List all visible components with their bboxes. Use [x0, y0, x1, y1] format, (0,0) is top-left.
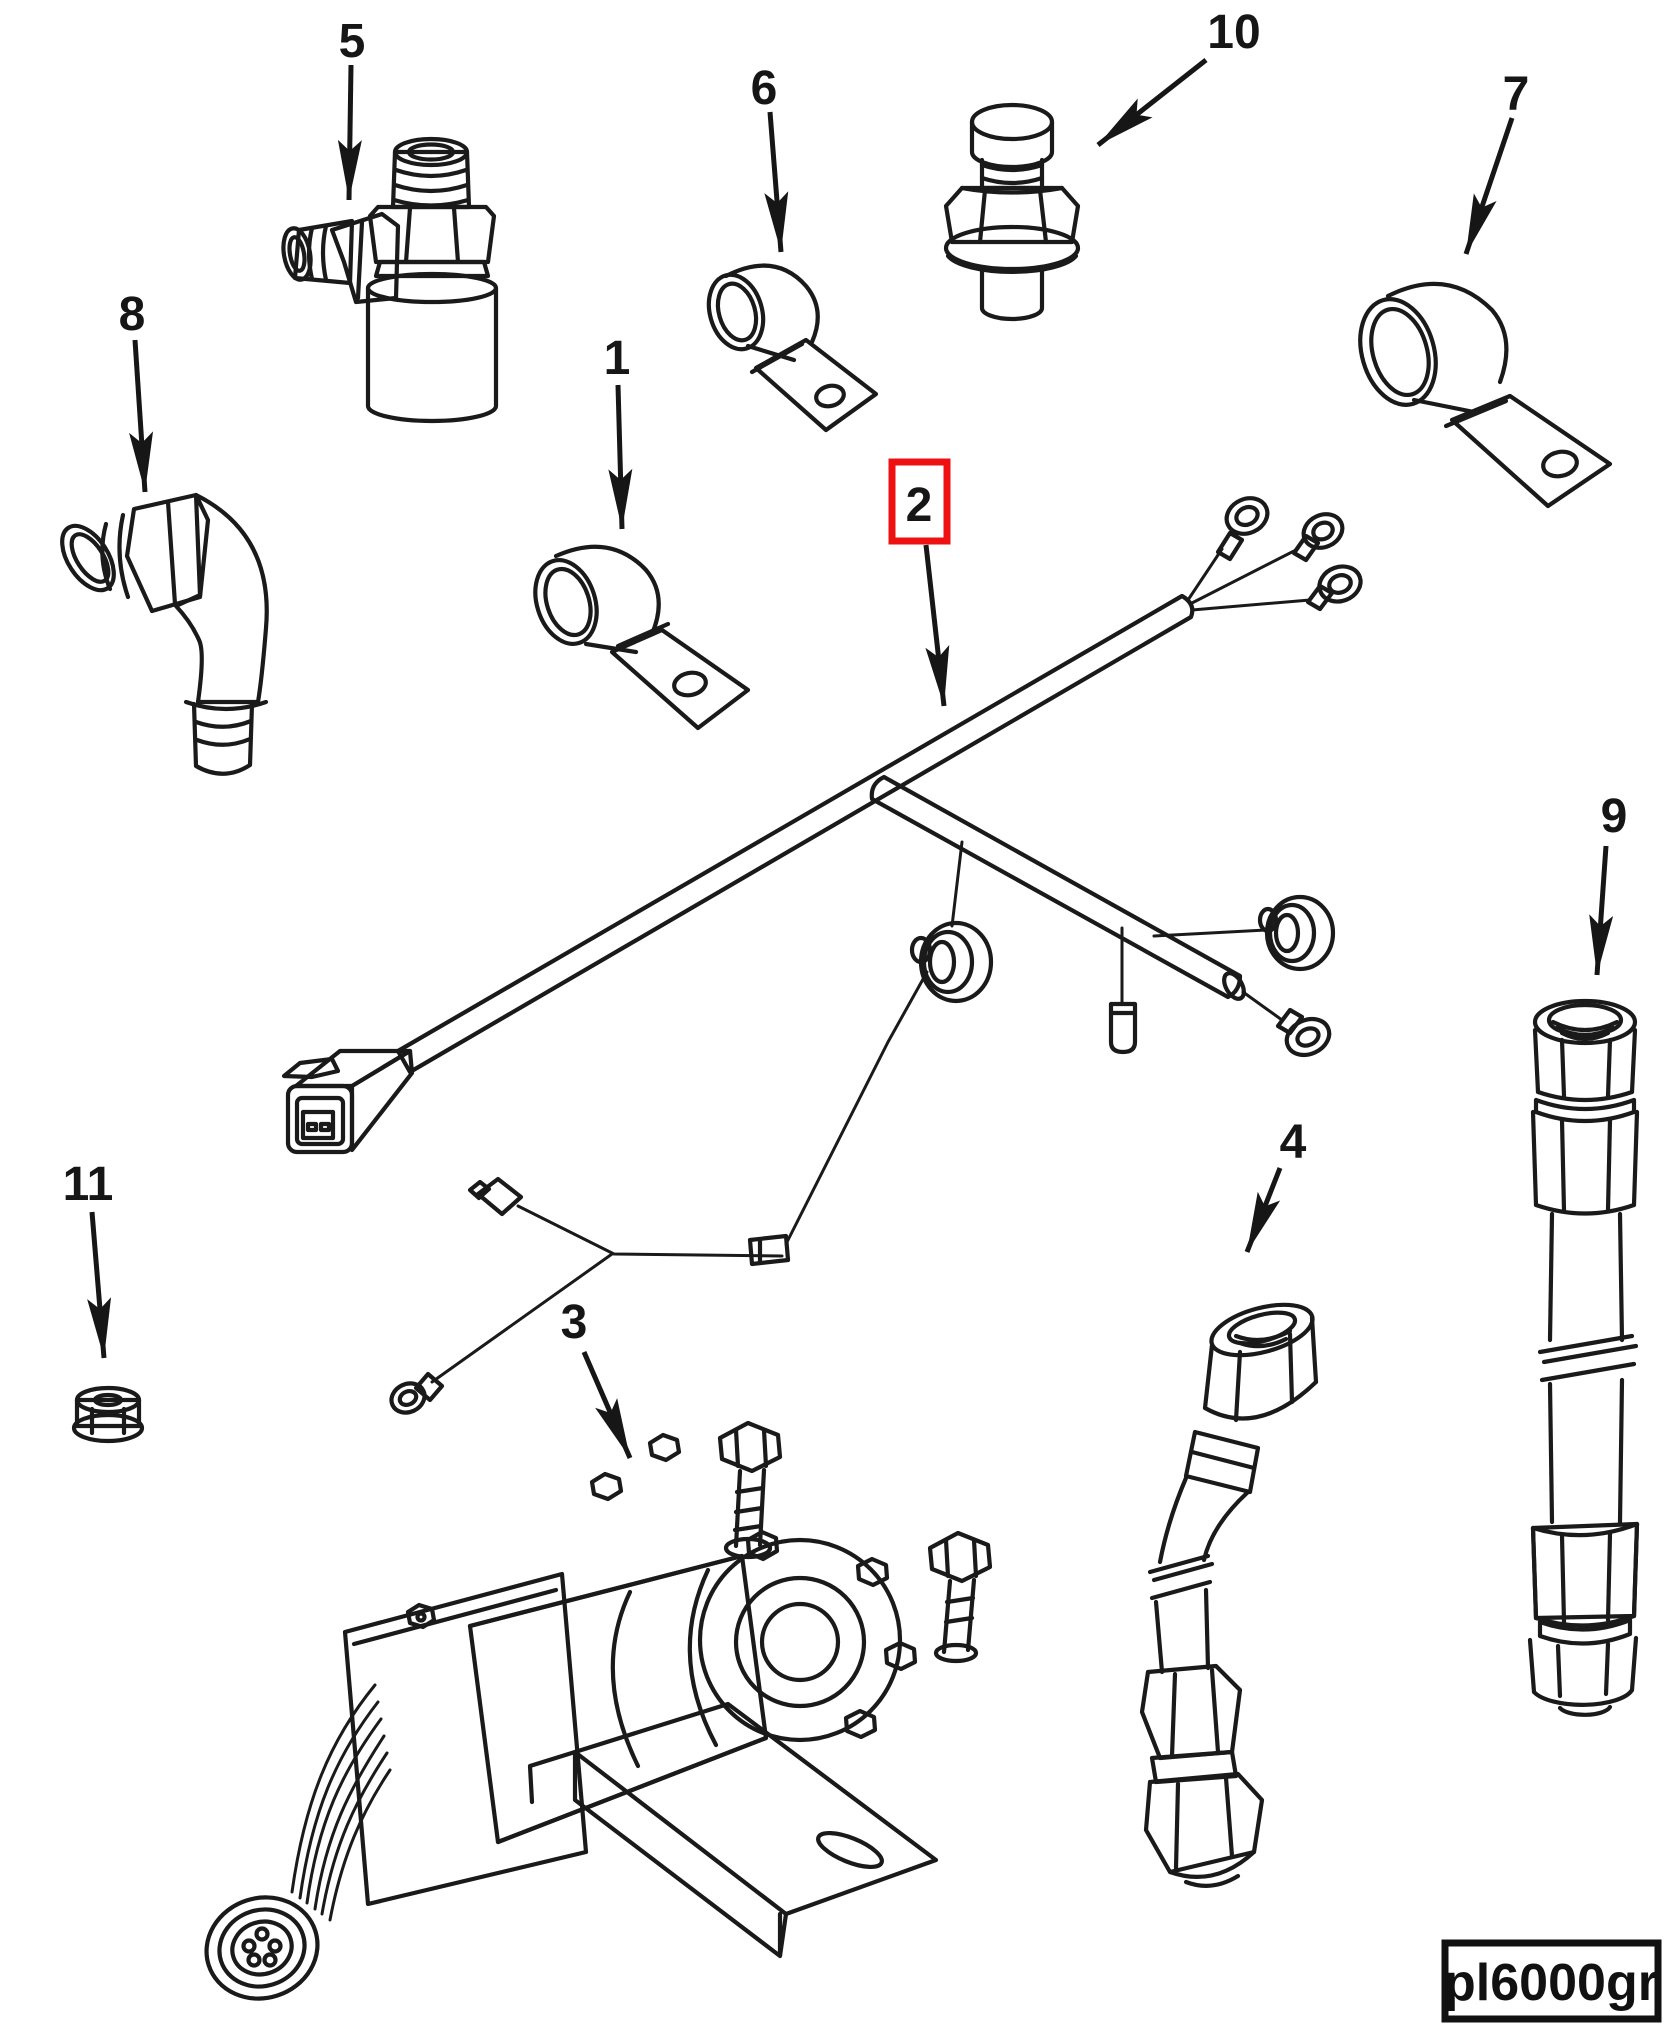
bullet-terminal: [467, 1176, 524, 1217]
part-11-hex-nut: [71, 1385, 145, 1444]
callout-arrow-7: [1463, 117, 1515, 255]
stud-with-nut: [717, 1420, 783, 1560]
ring-terminal: [1215, 496, 1270, 562]
harness-branch: [869, 774, 1243, 1000]
harness-sheath: [395, 593, 1195, 1075]
part-2-wiring-harness: [281, 496, 1363, 1415]
wire-bundle: [290, 1683, 392, 1922]
callout-label-4: 4: [1280, 1116, 1307, 1169]
callout-label-3: 3: [561, 1296, 588, 1349]
callout-8: 8: [119, 288, 154, 493]
highlight-box: [888, 458, 951, 545]
callout-11: 11: [63, 1158, 114, 1359]
part-7-cushion-clamp-large: [1358, 281, 1613, 509]
callout-arrow-6: [764, 111, 789, 253]
mounting-bracket: [527, 1701, 939, 1959]
callout-label-8: 8: [119, 288, 146, 341]
drawing-code-border: [1441, 1939, 1662, 2023]
callout-label-1: 1: [604, 332, 631, 385]
end-cap: [697, 1537, 903, 1743]
callout-label-7: 7: [1503, 68, 1530, 121]
part-1-cushion-clamp: [533, 544, 751, 731]
part-6-cushion-clamp: [706, 263, 879, 433]
callout-label-10: 10: [1207, 6, 1260, 59]
callout-1: 1: [604, 332, 633, 530]
hose-break: [1147, 1553, 1215, 1601]
harness-wires: [1186, 547, 1312, 612]
two-pin-connector: [281, 1048, 415, 1155]
callout-5: 5: [337, 15, 366, 201]
blunt-terminal: [1108, 926, 1138, 1055]
callout-7: 7: [1463, 68, 1530, 255]
round-connector: [1152, 894, 1336, 972]
callout-label-9: 9: [1601, 790, 1628, 843]
flange-bolts: [745, 1529, 918, 1740]
part-3-solenoid-assembly: [204, 1420, 993, 2001]
drawing-code-box: pl6000gr: [1441, 1939, 1662, 2023]
multi-pin-connector: [204, 1895, 320, 2001]
part-8-elbow-fitting: [60, 492, 269, 776]
ring-terminal: [1291, 512, 1345, 563]
round-connector: [909, 840, 994, 1004]
callout-arrow-8: [129, 339, 154, 493]
callout-arrow-9: [1589, 845, 1614, 976]
callout-arrow-4: [1244, 1167, 1283, 1253]
callout-10: 10: [1096, 6, 1261, 147]
callout-label-11: 11: [63, 1158, 114, 1211]
ring-terminal: [389, 1371, 445, 1415]
callout-2-highlighted: 2: [888, 458, 951, 707]
ring-terminal: [1241, 990, 1332, 1058]
callout-6: 6: [751, 62, 789, 253]
callout-label-6: 6: [751, 62, 778, 115]
callout-label-5: 5: [339, 15, 366, 68]
drawing-code-label: pl6000gr: [1444, 1954, 1658, 2012]
ring-terminal: [1305, 564, 1363, 612]
part-9-straight-hose: [1527, 998, 1640, 1717]
part-4-elbow-hose: [1139, 1302, 1319, 1888]
callout-arrow-3: [581, 1351, 633, 1459]
part-5-side-port-fitting: [281, 136, 499, 424]
callout-arrow-11: [87, 1211, 112, 1359]
callout-label-2: 2: [906, 479, 933, 532]
callout-4: 4: [1244, 1116, 1307, 1253]
part-10-threaded-plug: [943, 102, 1081, 322]
callout-9: 9: [1589, 790, 1628, 976]
callout-arrow-2: [923, 544, 950, 707]
back-plate: [342, 1571, 589, 1907]
bullet-connector: [747, 1233, 791, 1267]
motor-body: [467, 1432, 918, 1845]
callout-arrow-10: [1096, 58, 1208, 147]
callout-arrow-1: [608, 384, 633, 530]
side-port: [281, 211, 401, 305]
stud-with-nut: [927, 1530, 993, 1664]
harness-wires: [430, 970, 929, 1384]
callout-3: 3: [561, 1296, 633, 1459]
hose-break: [1537, 1333, 1639, 1383]
callout-arrow-5: [337, 64, 362, 201]
